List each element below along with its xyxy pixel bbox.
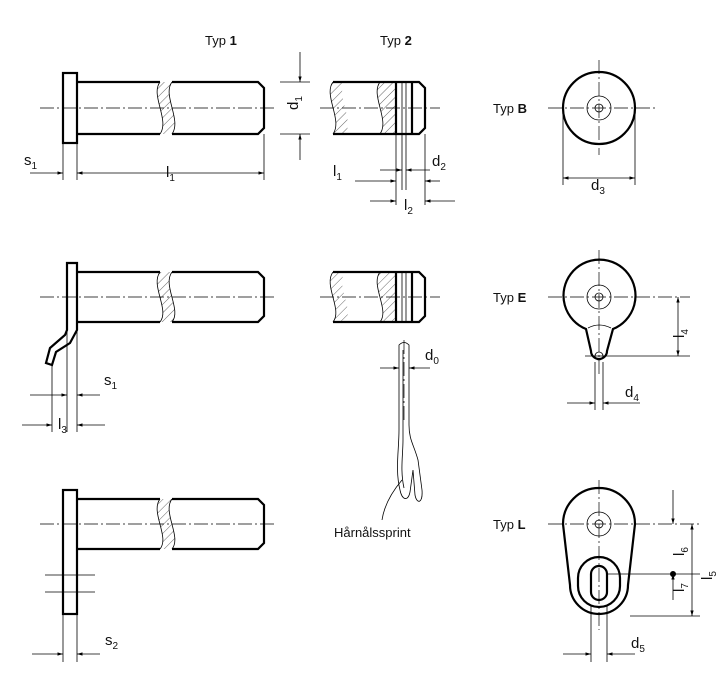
hairpin-clip — [380, 340, 430, 521]
dim-s1-row1: s1 — [24, 152, 38, 172]
pin-typ2-row1 — [280, 52, 455, 205]
pin-typ2-row2 — [320, 270, 440, 324]
dim-l1-typ2: l1 — [333, 163, 342, 183]
pin-typ1-row3 — [32, 488, 275, 662]
dim-l7: l7 — [671, 583, 691, 592]
pin-typ1-row2 — [22, 261, 275, 432]
view-typ-b — [548, 60, 655, 185]
dim-d4: d4 — [625, 384, 639, 404]
dim-d2: d2 — [432, 153, 446, 173]
dim-l2: l2 — [404, 197, 413, 217]
pin-typ1-row1 — [30, 71, 275, 180]
dim-l6: l6 — [671, 547, 691, 556]
view-typ-l — [548, 480, 700, 662]
dim-l5: l5 — [699, 571, 719, 580]
dim-s2: s2 — [105, 632, 119, 652]
dim-d3: d3 — [591, 177, 605, 197]
hairpin-label: Hårnålssprint — [334, 525, 411, 540]
typ-e-label: Typ E — [493, 290, 527, 305]
typ-l-label: Typ L — [493, 517, 526, 532]
dim-l1-typ1: l1 — [166, 164, 175, 184]
typ-b-label: Typ B — [493, 101, 527, 116]
dim-s1-row2: s1 — [104, 372, 118, 392]
dim-l3: l3 — [58, 416, 67, 436]
dim-d1: d1 — [285, 96, 305, 110]
typ-1-header: Typ 1 — [205, 33, 237, 48]
typ-2-header: Typ 2 — [380, 33, 412, 48]
view-typ-e — [548, 250, 690, 410]
dim-l4: l4 — [671, 329, 691, 338]
dim-d0: d0 — [425, 347, 439, 367]
dim-d5: d5 — [631, 635, 645, 655]
